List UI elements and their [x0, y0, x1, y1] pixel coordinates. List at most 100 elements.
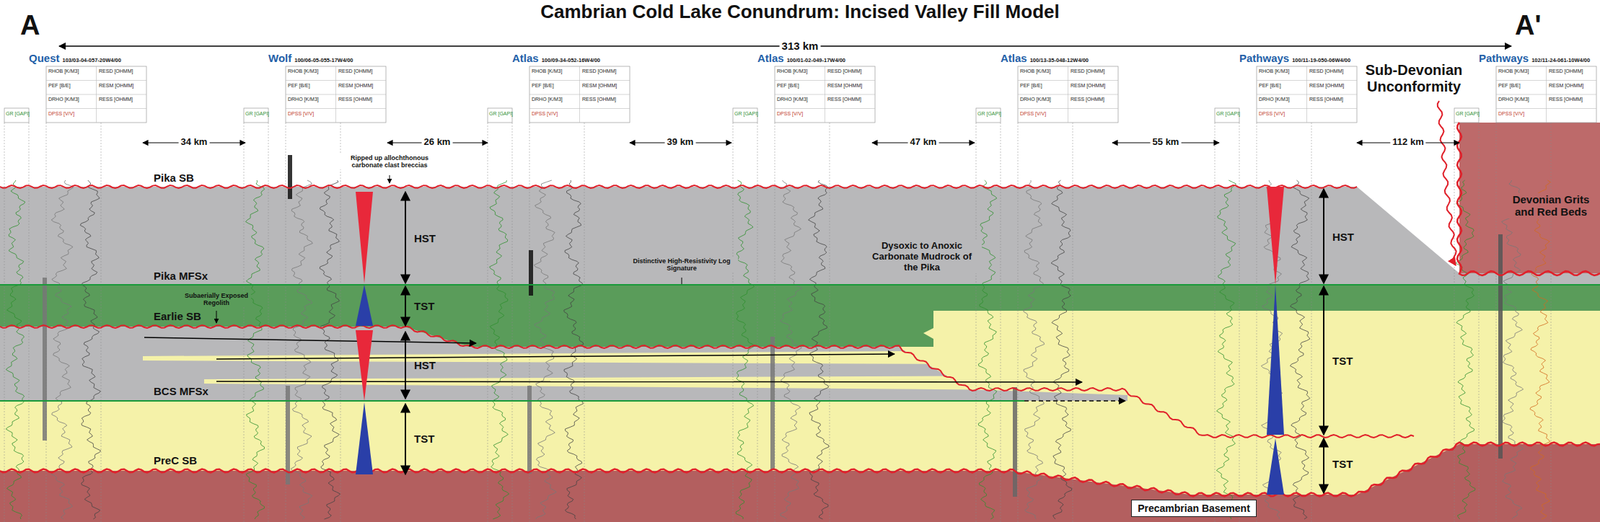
precambrian-basement	[0, 444, 1600, 522]
unit-name: Precambrian Basement	[1137, 502, 1251, 515]
log-header	[1017, 66, 1119, 123]
log-mnemonic: GR [GAPI]	[734, 111, 759, 117]
log-mnemonic: GR [GAPI]	[1216, 111, 1241, 117]
well-name: Atlas	[1000, 51, 1028, 65]
section-label: Subaerially Exposed Regolith	[181, 292, 252, 308]
log-trace	[533, 180, 557, 520]
tract-arrow	[404, 191, 407, 284]
log-mnemonic: DRHO [K/M3]	[1498, 96, 1530, 103]
section-label: 26 km	[422, 137, 454, 148]
pointer-line	[389, 175, 391, 184]
well-uwi: 100/06-05-055-17W4/00	[294, 56, 353, 64]
track-line	[268, 122, 270, 522]
well-header: Atlas100/13-35-048-12W4/00	[1000, 51, 1089, 65]
log-mnemonic: RESS [OHMM]	[582, 96, 617, 103]
bcs-mfsx	[0, 400, 1025, 402]
log-mnemonic: RESM [OHMM]	[827, 82, 863, 89]
log-mnemonic: RESD [OHMM]	[582, 68, 617, 75]
section-label: TST	[1332, 458, 1353, 471]
well-name: Pathways	[1239, 51, 1290, 65]
log-mnemonic: DRHO [K/M3]	[776, 96, 808, 103]
onlap-arrow	[216, 381, 1083, 383]
log-mnemonic: DPSS [V/V]	[1258, 111, 1285, 117]
log-mnemonic: RHOB [K/M3]	[531, 68, 562, 75]
log-trace	[1530, 180, 1551, 520]
well-header: Pathways100/11-19-050-06W4/00	[1239, 51, 1351, 65]
log-mnemonic: RESM [OHMM]	[98, 82, 134, 89]
tst-triangle	[1266, 438, 1285, 495]
log-mnemonic: PEF [B/E]	[48, 82, 71, 89]
log-mnemonic: GR [GAPI]	[1455, 111, 1480, 117]
onlap-arrow	[144, 337, 477, 344]
log-mnemonic: PEF [B/E]	[1258, 82, 1282, 89]
log-header-rule	[95, 66, 97, 123]
core-interval	[42, 277, 47, 441]
log-mnemonic: GR [GAPI]	[245, 111, 270, 117]
log-header-rule	[1067, 66, 1069, 123]
well-name: Wolf	[268, 51, 292, 65]
unconformity-pointer	[1437, 100, 1457, 266]
log-trace	[1051, 180, 1072, 520]
core-interval	[287, 155, 293, 200]
log-trace	[1216, 180, 1236, 520]
log-mnemonic: RESD [OHMM]	[827, 68, 862, 75]
log-trace	[319, 180, 340, 520]
track-line	[340, 122, 342, 522]
section-label: Pika MFSx	[151, 269, 210, 283]
log-header-rule	[1306, 66, 1308, 123]
log-mnemonic: RESS [OHMM]	[338, 96, 373, 103]
pika-mfsx	[0, 284, 1600, 286]
tract-arrow	[404, 331, 407, 399]
core-interval	[528, 250, 534, 296]
log-mnemonic: DRHO [K/M3]	[1258, 96, 1290, 103]
section-label: PreC SB	[151, 454, 200, 467]
track-line	[28, 122, 30, 522]
pointer-line	[681, 277, 683, 285]
tract-arrow	[404, 286, 407, 327]
tract-arrow	[1322, 438, 1325, 494]
track-line	[1311, 122, 1313, 522]
section-label: 112 km	[1390, 137, 1426, 148]
log-header	[1496, 66, 1597, 123]
log-mnemonic: DPSS [V/V]	[531, 111, 558, 117]
well-header: Atlas100/09-34-052-16W4/00	[512, 51, 601, 65]
section-label: 313 km	[779, 39, 821, 52]
well-header: Quest103/03-04-057-20W4/00	[28, 51, 122, 65]
log-header	[46, 66, 147, 123]
log-trace	[51, 180, 73, 520]
log-header	[774, 66, 876, 123]
section-label: 39 km	[665, 137, 697, 148]
log-mnemonic: RHOB [K/M3]	[1020, 68, 1051, 75]
track-line	[1496, 122, 1497, 522]
section-label: BCS MFSx	[151, 385, 211, 398]
track-line	[487, 122, 489, 522]
log-mnemonic: GR [GAPI]	[5, 111, 30, 117]
well-uwi: 100/09-34-052-16W4/00	[541, 56, 601, 64]
section-label: Dysoxic to Anoxic Carbonate Mudrock of t…	[862, 240, 982, 274]
hst-triangle	[1266, 186, 1285, 285]
track-line	[584, 122, 586, 522]
section-label: 34 km	[178, 137, 210, 148]
log-trace	[780, 180, 803, 520]
onlap-arrow	[216, 354, 895, 360]
log-header	[529, 66, 630, 123]
log-mnemonic: DRHO [K/M3]	[1020, 96, 1052, 103]
log-mnemonic: DPSS [V/V]	[287, 111, 314, 117]
log-mnemonic: RESD [OHMM]	[1070, 68, 1105, 75]
hst-triangle	[355, 330, 373, 402]
track-line	[1256, 122, 1258, 522]
tract-arrow	[404, 403, 407, 475]
log-mnemonic: RESS [OHMM]	[1548, 96, 1583, 103]
log-mnemonic: PEF [B/E]	[1020, 82, 1043, 89]
log-trace	[1023, 180, 1045, 520]
core-interval	[1012, 387, 1018, 498]
track-line	[757, 122, 759, 522]
log-mnemonic: RESD [OHMM]	[1548, 68, 1583, 75]
track-line	[1239, 122, 1241, 522]
track-line	[1017, 122, 1019, 522]
track-line	[1454, 122, 1456, 522]
well-uwi: 100/13-35-048-12W4/00	[1030, 56, 1089, 64]
log-header-rule	[579, 66, 580, 123]
log-trace	[735, 180, 755, 520]
log-header-rule	[1545, 66, 1547, 123]
